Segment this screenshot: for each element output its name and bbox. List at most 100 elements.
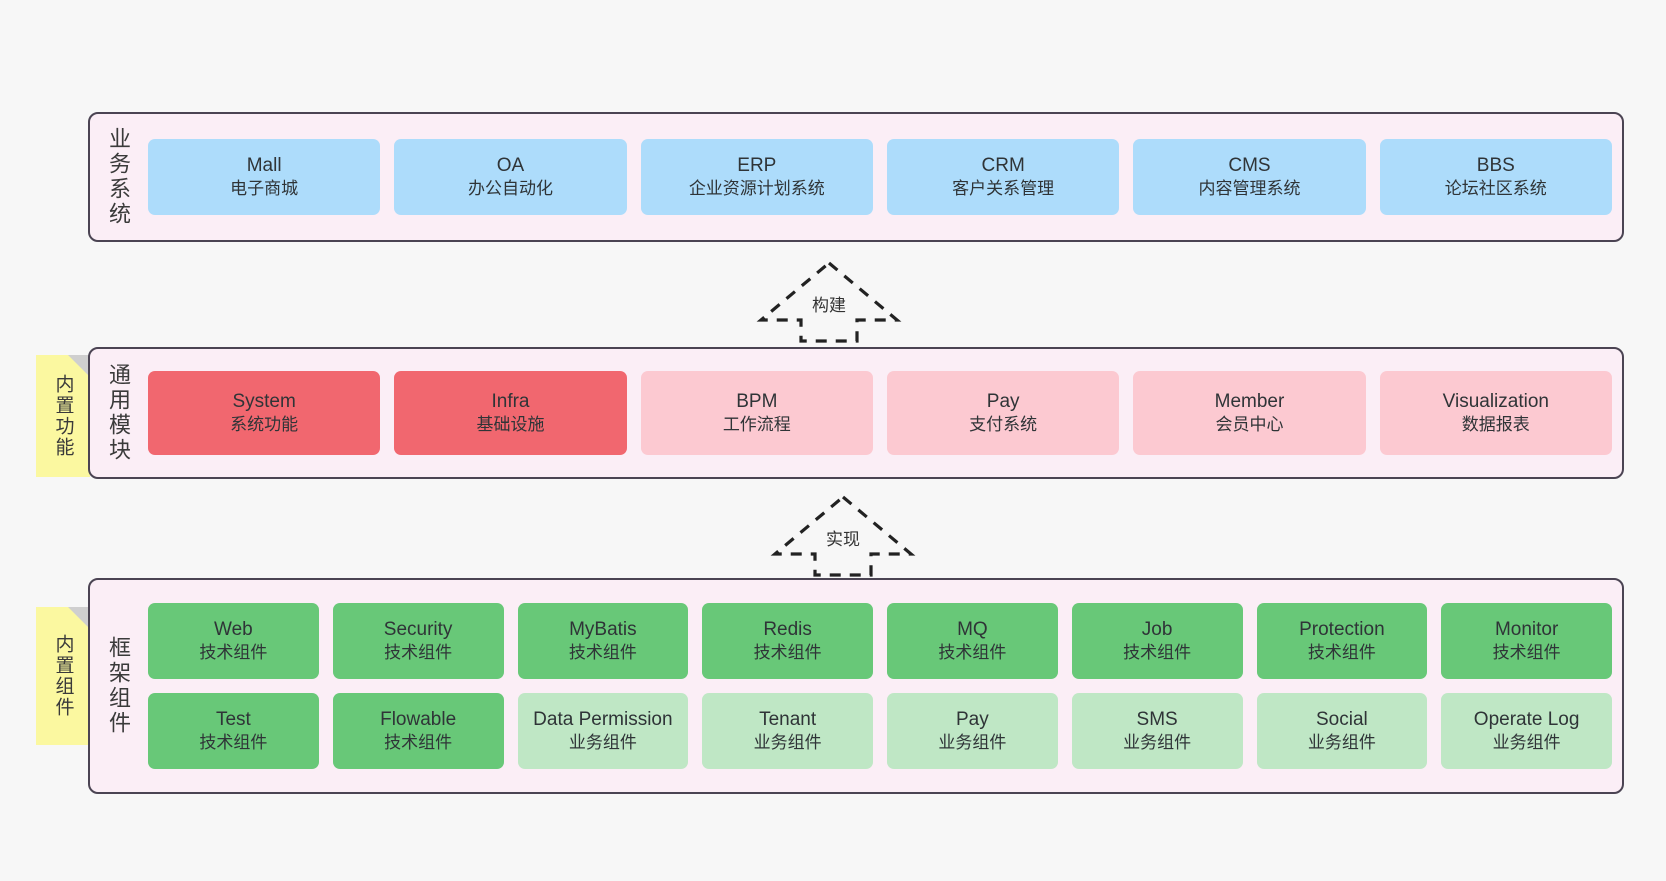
node-protection[interactable]: Protection 技术组件: [1256, 603, 1428, 679]
node-title: Test: [215, 708, 251, 730]
node-subtitle: 技术组件: [199, 733, 268, 753]
node-title: Data Permission: [533, 708, 673, 730]
node-title: SMS: [1136, 708, 1178, 730]
node-mall[interactable]: Mall 电子商城: [148, 139, 381, 215]
node-infra[interactable]: Infra 基础设施: [394, 371, 627, 455]
node-subtitle: 支付系统: [969, 415, 1038, 435]
node-subtitle: 业务组件: [1492, 733, 1561, 753]
node-title: CMS: [1228, 154, 1271, 176]
layer-business-systems: 业务系统 Mall 电子商城 OA 办公自动化 ERP 企业资源计划系统 CRM…: [88, 112, 1624, 242]
node-subtitle: 数据报表: [1461, 415, 1530, 435]
layer-title-business-systems: 业务系统: [106, 127, 131, 227]
node-subtitle: 技术组件: [384, 643, 453, 663]
node-flowable[interactable]: Flowable 技术组件: [332, 693, 504, 769]
node-subtitle: 业务组件: [753, 733, 822, 753]
node-title: Tenant: [759, 708, 817, 730]
sticky-note-label: 内置组件: [52, 634, 74, 718]
node-data-permission[interactable]: Data Permission 业务组件: [517, 693, 689, 769]
node-erp[interactable]: ERP 企业资源计划系统: [640, 139, 873, 215]
node-visualization[interactable]: Visualization 数据报表: [1379, 371, 1612, 455]
node-title: Pay: [986, 390, 1020, 412]
node-title: Monitor: [1494, 618, 1559, 640]
connector-build-label: 构建: [812, 296, 846, 315]
node-title: MQ: [957, 618, 988, 640]
implement-arrow-icon: [770, 494, 916, 577]
node-title: Mall: [246, 154, 282, 176]
node-row-framework-tech: Web 技术组件 Security 技术组件 MyBatis 技术组件 Redi…: [148, 603, 1612, 679]
node-bbs[interactable]: BBS 论坛社区系统: [1379, 139, 1612, 215]
layer-title-framework-components: 框架组件: [106, 636, 131, 736]
layer-framework-components: 框架组件 Web 技术组件 Security 技术组件 MyBatis 技术组件: [88, 578, 1624, 794]
node-mq[interactable]: MQ 技术组件: [887, 603, 1058, 679]
node-subtitle: 业务组件: [938, 733, 1007, 753]
node-cms[interactable]: CMS 内容管理系统: [1133, 139, 1366, 215]
sticky-note-label: 内置功能: [52, 374, 74, 458]
node-subtitle: 论坛社区系统: [1444, 179, 1547, 199]
node-title: Web: [214, 618, 253, 640]
sticky-note-builtin-features: 内置功能: [36, 355, 90, 477]
node-subtitle: 业务组件: [568, 733, 637, 753]
node-title: OA: [496, 154, 525, 176]
node-subtitle: 会员中心: [1215, 415, 1284, 435]
node-row-modules: System 系统功能 Infra 基础设施 BPM 工作流程 Pay 支付系统…: [148, 371, 1612, 455]
node-subtitle: 技术组件: [568, 643, 637, 663]
node-subtitle: 技术组件: [938, 643, 1007, 663]
node-crm[interactable]: CRM 客户关系管理: [886, 139, 1120, 215]
node-title: Visualization: [1442, 390, 1549, 412]
node-title: Protection: [1299, 618, 1385, 640]
node-subtitle: 业务组件: [1123, 733, 1192, 753]
node-sms[interactable]: SMS 业务组件: [1071, 693, 1243, 769]
node-title: System: [232, 390, 296, 412]
layer-common-modules: 通用模块 System 系统功能 Infra 基础设施 BPM 工作流程 Pay…: [88, 347, 1624, 479]
layer-body-common-modules: System 系统功能 Infra 基础设施 BPM 工作流程 Pay 支付系统…: [144, 349, 1622, 477]
node-title: Flowable: [380, 708, 457, 730]
node-subtitle: 客户关系管理: [952, 179, 1055, 199]
node-mybatis[interactable]: MyBatis 技术组件: [517, 603, 689, 679]
node-title: ERP: [737, 154, 777, 176]
node-title: Pay: [956, 708, 989, 730]
node-system[interactable]: System 系统功能: [148, 371, 381, 455]
connector-implement-label: 实现: [826, 530, 860, 549]
node-operate-log[interactable]: Operate Log 业务组件: [1441, 693, 1612, 769]
node-oa[interactable]: OA 办公自动化: [394, 139, 627, 215]
node-subtitle: 技术组件: [753, 643, 822, 663]
node-title: Social: [1316, 708, 1368, 730]
layer-body-business-systems: Mall 电子商城 OA 办公自动化 ERP 企业资源计划系统 CRM 客户关系…: [144, 114, 1622, 240]
sticky-fold-corner-icon: [68, 607, 90, 629]
node-security[interactable]: Security 技术组件: [332, 603, 504, 679]
node-subtitle: 电子商城: [230, 179, 299, 199]
node-subtitle: 技术组件: [1307, 643, 1376, 663]
node-subtitle: 基础设施: [476, 415, 545, 435]
node-subtitle: 技术组件: [1492, 643, 1561, 663]
node-social[interactable]: Social 业务组件: [1256, 693, 1428, 769]
node-subtitle: 业务组件: [1307, 733, 1376, 753]
node-bpm[interactable]: BPM 工作流程: [640, 371, 873, 455]
node-row-business: Mall 电子商城 OA 办公自动化 ERP 企业资源计划系统 CRM 客户关系…: [148, 139, 1612, 215]
node-rows-framework: Web 技术组件 Security 技术组件 MyBatis 技术组件 Redi…: [148, 589, 1612, 783]
node-pay-module[interactable]: Pay 支付系统: [886, 371, 1120, 455]
node-title: Member: [1214, 390, 1285, 412]
node-redis[interactable]: Redis 技术组件: [702, 603, 873, 679]
node-title: MyBatis: [569, 618, 637, 640]
layer-title-common-modules: 通用模块: [106, 363, 131, 463]
node-test[interactable]: Test 技术组件: [148, 693, 319, 769]
node-title: BBS: [1476, 154, 1515, 176]
node-pay-component[interactable]: Pay 业务组件: [887, 693, 1058, 769]
node-member[interactable]: Member 会员中心: [1133, 371, 1366, 455]
node-title: Security: [383, 618, 453, 640]
node-title: BPM: [736, 390, 778, 412]
sticky-fold-corner-icon: [68, 355, 90, 377]
node-title: CRM: [981, 154, 1025, 176]
node-subtitle: 企业资源计划系统: [688, 179, 825, 199]
sticky-note-builtin-components: 内置组件: [36, 607, 90, 745]
node-job[interactable]: Job 技术组件: [1071, 603, 1243, 679]
node-monitor[interactable]: Monitor 技术组件: [1441, 603, 1612, 679]
node-tenant[interactable]: Tenant 业务组件: [702, 693, 873, 769]
node-web[interactable]: Web 技术组件: [148, 603, 319, 679]
node-title: Infra: [491, 390, 530, 412]
layer-body-framework-components: Web 技术组件 Security 技术组件 MyBatis 技术组件 Redi…: [144, 580, 1622, 792]
node-subtitle: 内容管理系统: [1198, 179, 1301, 199]
connector-implement: [770, 492, 916, 578]
node-subtitle: 工作流程: [722, 415, 791, 435]
